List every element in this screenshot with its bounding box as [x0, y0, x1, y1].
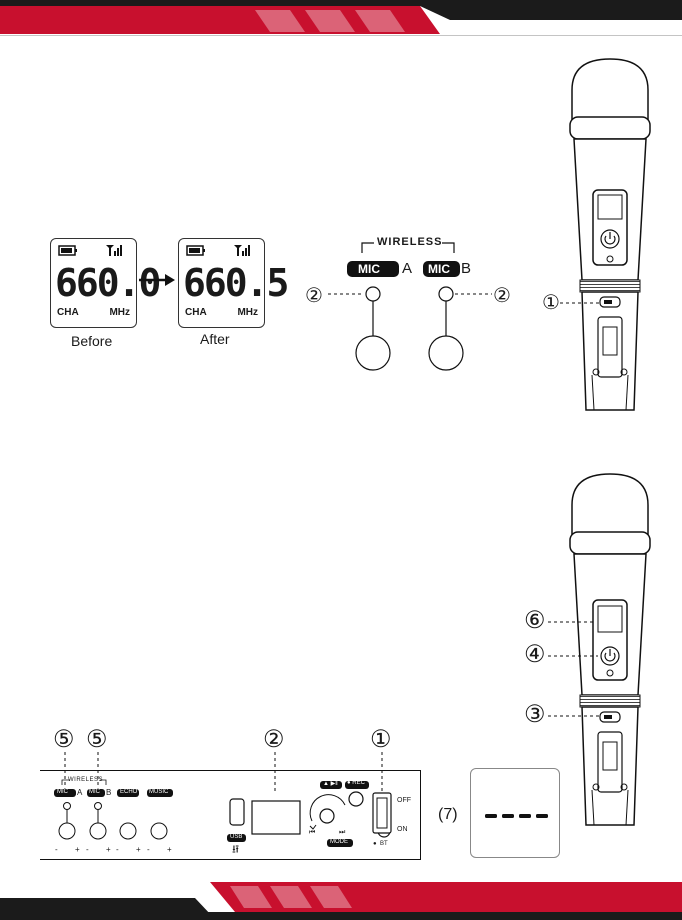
echo-knob: [120, 823, 136, 839]
mic-a-letter: A: [402, 260, 412, 277]
minus-2: -: [86, 845, 89, 854]
minus-3: -: [116, 845, 119, 854]
top-banner: [0, 0, 682, 36]
lcd-after-channel: CHA: [185, 307, 207, 318]
minus-4: -: [147, 845, 150, 854]
display-7: - - - -: [470, 768, 560, 858]
arrow-right-icon: [137, 272, 177, 288]
microphone-top: [560, 55, 660, 415]
panel-display: [252, 801, 300, 834]
callout-1-panel: ①: [370, 725, 392, 754]
panel-on-label: ON: [397, 826, 408, 833]
lcd-after: 660.5 CHA MHz: [178, 238, 265, 328]
display-7-text: - - - -: [471, 769, 473, 770]
mic-b-letter: B: [461, 260, 471, 277]
callout-5-a: ⑤: [53, 725, 75, 754]
mic-a-label: MIC: [358, 262, 380, 276]
plus-2: +: [106, 845, 111, 854]
panel-off-label: OFF: [397, 797, 411, 804]
lcd-before-caption: Before: [71, 333, 112, 349]
panel-wireless-label: WIRELESS: [68, 777, 103, 783]
bottom-banner: [0, 882, 682, 920]
callout-4: ④: [524, 640, 546, 669]
rec-button: [349, 792, 363, 806]
callout-2-right: ②: [493, 283, 511, 308]
lcd-after-unit: MHz: [237, 307, 258, 318]
panel-mic-a-label: MIC: [57, 789, 68, 795]
leader-1-top: [560, 295, 605, 311]
display-7-dashes: [471, 769, 559, 857]
panel-music-label: MUSIC: [149, 789, 168, 795]
callout-5-b: ⑤: [86, 725, 108, 754]
lcd-after-caption: After: [200, 331, 230, 347]
music-knob: [151, 823, 167, 839]
panel-mic-b-label: MIC: [89, 789, 100, 795]
panel-usb-label: USB: [230, 834, 242, 840]
panel-bt-label: BT: [380, 841, 388, 847]
leaders-bottom-mic: [548, 610, 608, 720]
mic-a-volume-knob: [59, 823, 75, 839]
mic-b-label: MIC: [428, 262, 450, 276]
callout-1-top: ①: [542, 290, 560, 315]
panel-mic-a-letter: A: [77, 788, 82, 797]
panel-rec-label: ● REC: [347, 780, 365, 786]
usb-icon: ⭿: [232, 841, 239, 860]
next-track-icon: ⏭: [339, 829, 345, 837]
plus-4: +: [167, 845, 172, 854]
panel-mode-label: MODE: [330, 839, 348, 845]
plus-3: +: [136, 845, 141, 854]
callout-7: (7): [438, 806, 458, 824]
bluetooth-icon: ●: [373, 841, 377, 847]
panel-echo-label: ECHO: [120, 789, 137, 795]
lcd-before-unit: MHz: [109, 307, 130, 318]
panel-play-label: ▲ ▶‖: [323, 780, 338, 787]
plus-1: +: [75, 845, 80, 854]
front-panel: WIRELESS MIC A MIC B ECHO MUSIC USB ⭿ ▲ …: [40, 770, 421, 860]
minus-1: -: [55, 845, 58, 854]
lcd-before: 660.0 CHA MHz: [50, 238, 137, 328]
mic-b-volume-knob: [90, 823, 106, 839]
wireless-panel-detail: WIRELESS MIC A MIC B ② ②: [300, 225, 530, 385]
callout-2-panel: ②: [263, 725, 285, 754]
wireless-title: WIRELESS: [377, 236, 442, 248]
lcd-before-channel: CHA: [57, 307, 79, 318]
callout-3: ③: [524, 700, 546, 729]
panel-mic-b-letter: B: [106, 788, 111, 797]
play-button: [320, 809, 334, 823]
prev-track-icon: ⏮: [309, 829, 315, 837]
lcd-after-frequency: 660.5: [183, 261, 287, 305]
callout-2-left: ②: [305, 283, 323, 308]
callout-6: ⑥: [524, 606, 546, 635]
